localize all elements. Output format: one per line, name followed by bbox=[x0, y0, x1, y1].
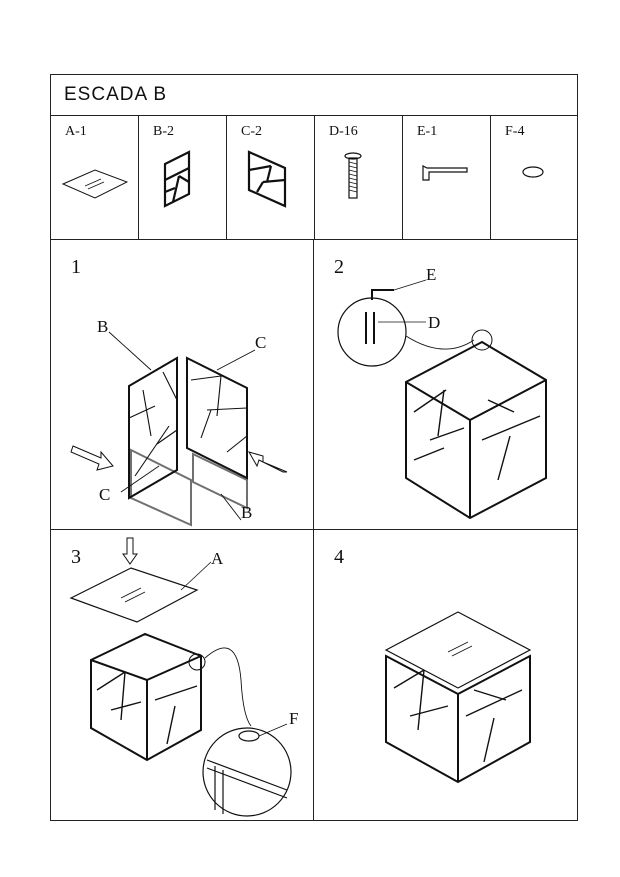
part-d: D-16 bbox=[315, 116, 403, 239]
step-3-illustration: A bbox=[69, 537, 298, 817]
instruction-sheet: ESCADA B A-1 B-2 bbox=[50, 74, 578, 821]
detail-circle bbox=[337, 297, 407, 367]
step-4: 4 bbox=[314, 530, 577, 820]
frame-panel-b-icon bbox=[163, 150, 191, 208]
part-f: F-4 bbox=[491, 116, 577, 239]
step-2-illustration: E D bbox=[337, 265, 547, 520]
part-e: E-1 bbox=[403, 116, 491, 239]
step-2: E D 2 bbox=[314, 240, 577, 530]
step-number: 4 bbox=[334, 546, 344, 568]
callout-c-bottom: C bbox=[99, 485, 110, 504]
pad-icon bbox=[522, 166, 544, 178]
frame-panel-c-icon bbox=[247, 150, 287, 208]
part-label: D-16 bbox=[329, 124, 358, 139]
part-label: E-1 bbox=[417, 124, 438, 139]
step-3: A bbox=[51, 530, 314, 820]
title-row: ESCADA B bbox=[51, 75, 577, 116]
part-b: B-2 bbox=[139, 116, 227, 239]
part-label: A-1 bbox=[65, 124, 87, 139]
glass-top bbox=[69, 567, 199, 623]
part-label: C-2 bbox=[241, 124, 262, 139]
allen-key-icon bbox=[422, 165, 468, 181]
step-number: 3 bbox=[71, 546, 81, 568]
parts-list: A-1 B-2 C-2 bbox=[51, 116, 577, 240]
assembly-steps: B C C B 1 E D bbox=[51, 240, 577, 820]
part-c: C-2 bbox=[227, 116, 315, 239]
callout-c-top: C bbox=[255, 333, 266, 352]
step-4-illustration bbox=[384, 611, 532, 784]
part-label: F-4 bbox=[505, 124, 525, 139]
callout-e: E bbox=[426, 265, 436, 284]
detail-circle bbox=[202, 727, 292, 817]
callout-f: F bbox=[289, 709, 298, 728]
callout-a: A bbox=[211, 549, 224, 568]
step-1-illustration: B C C B bbox=[70, 317, 288, 527]
callout-b-bottom: B bbox=[241, 503, 252, 522]
screw-icon bbox=[344, 152, 362, 199]
step-number: 2 bbox=[334, 256, 344, 278]
part-a: A-1 bbox=[51, 116, 139, 239]
step-1: B C C B 1 bbox=[51, 240, 314, 530]
glass-top-icon bbox=[61, 169, 129, 199]
callout-b-top: B bbox=[97, 317, 108, 336]
part-label: B-2 bbox=[153, 124, 174, 139]
document-title: ESCADA B bbox=[64, 84, 168, 105]
step-number: 1 bbox=[71, 256, 81, 278]
callout-d: D bbox=[428, 313, 440, 332]
